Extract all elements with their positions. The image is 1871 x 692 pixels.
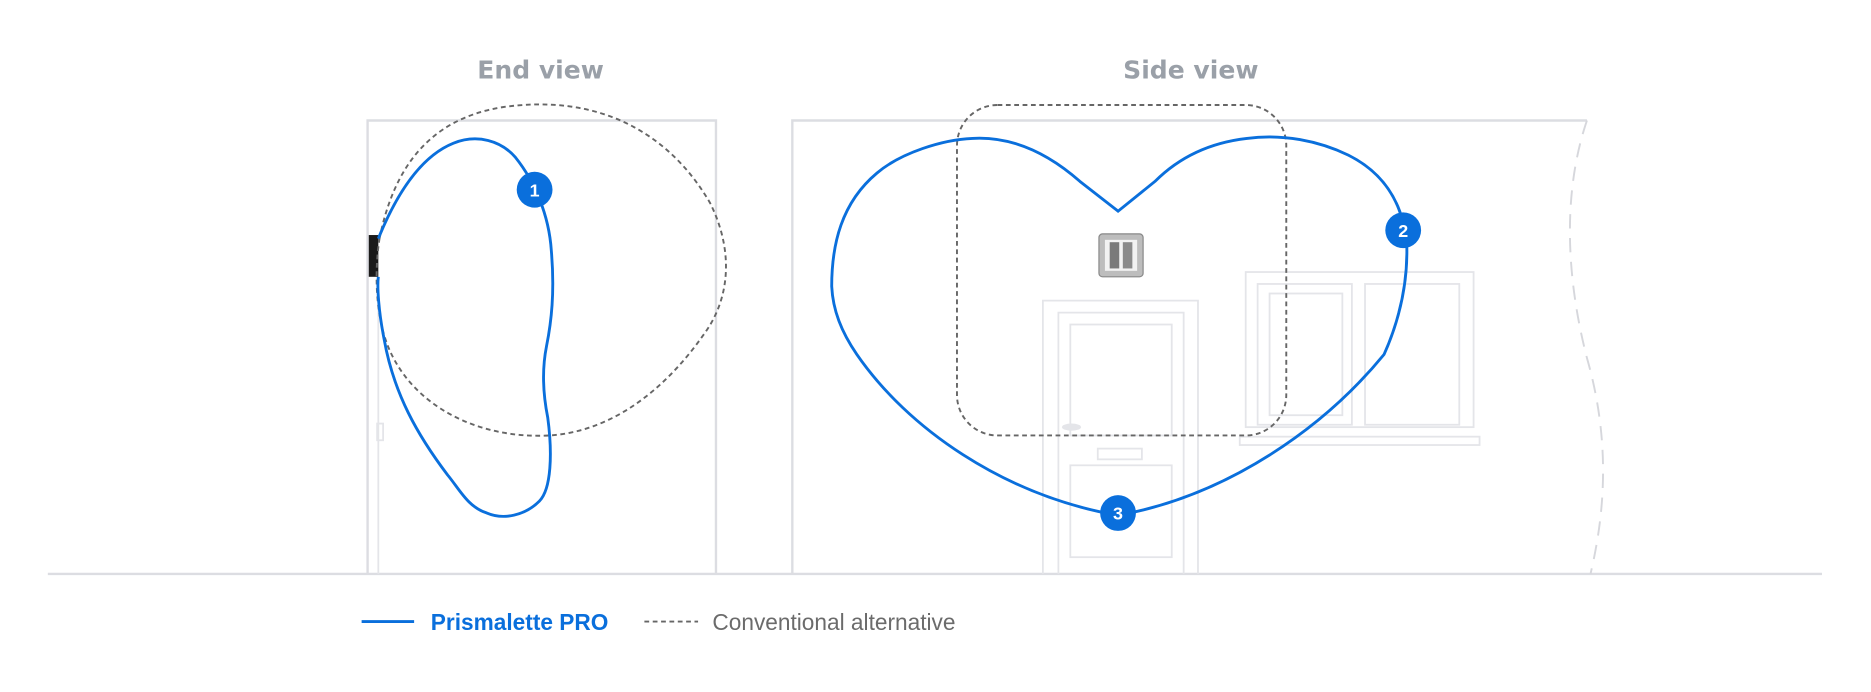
svg-text:3: 3 xyxy=(1113,504,1123,524)
side-view-title: Side view xyxy=(1123,56,1258,85)
letterbox xyxy=(1096,447,1143,461)
marker-3: 3 xyxy=(1100,495,1136,531)
end-view-conventional-coverage xyxy=(375,103,727,437)
end-view-wall xyxy=(366,119,718,574)
side-view-conventional-coverage xyxy=(956,104,1288,437)
legend: Prismalette PRO Conventional alternative xyxy=(361,609,955,635)
door-handle-icon xyxy=(1061,423,1082,431)
marker-1: 1 xyxy=(516,171,553,208)
svg-text:1: 1 xyxy=(530,180,540,200)
window-sill xyxy=(1238,435,1481,446)
front-door xyxy=(1041,299,1199,574)
window xyxy=(1238,271,1481,446)
legend-conventional-label: Conventional alternative xyxy=(712,609,955,635)
marker-2: 2 xyxy=(1385,212,1422,249)
side-view-wall xyxy=(791,119,1604,575)
light-fixture-icon xyxy=(1098,233,1144,278)
door-handle-icon xyxy=(376,422,384,442)
svg-text:2: 2 xyxy=(1398,221,1408,241)
end-view-title: End view xyxy=(477,56,604,85)
device-icon xyxy=(368,235,379,277)
legend-pro-label: Prismalette PRO xyxy=(431,609,609,635)
end-view-pro-coverage xyxy=(376,137,555,518)
